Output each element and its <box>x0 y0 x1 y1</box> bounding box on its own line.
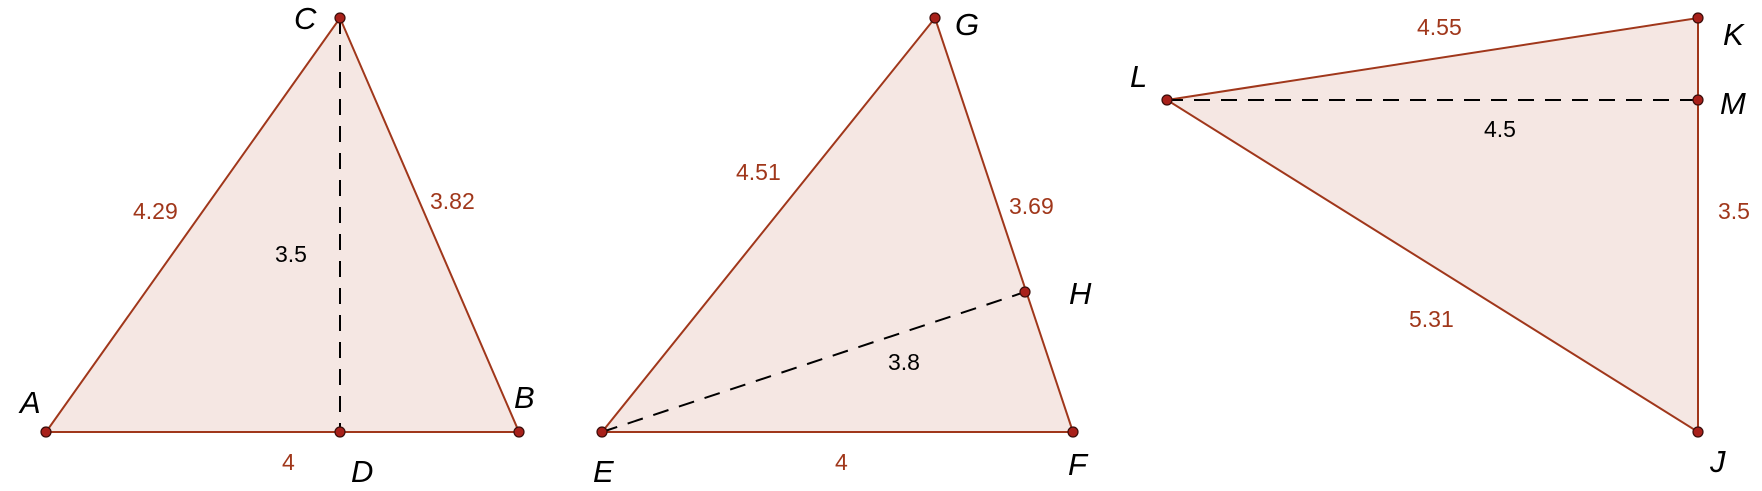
label-a: A <box>18 385 41 420</box>
point-k <box>1692 12 1704 24</box>
point-a <box>40 426 52 438</box>
triangle-jkl: L K M J 4.55 5.31 3.5 4.5 <box>1130 12 1750 479</box>
triangle-efg-shape <box>599 15 1075 433</box>
label-k: K <box>1723 17 1745 52</box>
label-e: E <box>593 454 614 489</box>
point-c <box>334 12 346 24</box>
measure-lj: 5.31 <box>1409 306 1454 332</box>
label-b: B <box>514 380 535 415</box>
height-eh <box>601 291 1026 433</box>
label-c: C <box>294 1 317 36</box>
point-j <box>1692 426 1704 438</box>
triangle-jkl-shape <box>1164 16 1699 434</box>
measure-cb: 3.82 <box>430 188 475 214</box>
point-d <box>334 426 346 438</box>
label-l: L <box>1130 59 1147 94</box>
measure-gf: 3.69 <box>1009 193 1054 219</box>
label-j: J <box>1709 444 1726 479</box>
label-f: F <box>1068 447 1089 482</box>
measure-cd: 3.5 <box>275 241 307 267</box>
measure-lm: 4.5 <box>1484 116 1516 142</box>
point-h <box>1019 286 1031 298</box>
measure-eh: 3.8 <box>888 349 920 375</box>
label-d: D <box>351 454 373 489</box>
label-g: G <box>955 7 979 42</box>
measure-kj: 3.5 <box>1718 198 1750 224</box>
point-e <box>596 426 608 438</box>
point-l <box>1161 94 1173 106</box>
triangle-abc-shape <box>44 15 521 433</box>
point-g <box>929 12 941 24</box>
point-f <box>1067 426 1079 438</box>
measure-ef: 4 <box>835 449 848 475</box>
label-h: H <box>1069 276 1092 311</box>
point-b <box>513 426 525 438</box>
triangle-efg: E F G H 4.51 3.69 4 3.8 <box>593 7 1092 489</box>
measure-ab: 4 <box>282 449 295 475</box>
point-m <box>1692 94 1704 106</box>
measure-lk: 4.55 <box>1417 14 1462 40</box>
label-m: M <box>1720 86 1746 121</box>
measure-ac: 4.29 <box>133 198 178 224</box>
measure-eg: 4.51 <box>736 159 781 185</box>
triangle-abc: A B C D 4.29 3.82 4 3.5 <box>18 1 535 489</box>
